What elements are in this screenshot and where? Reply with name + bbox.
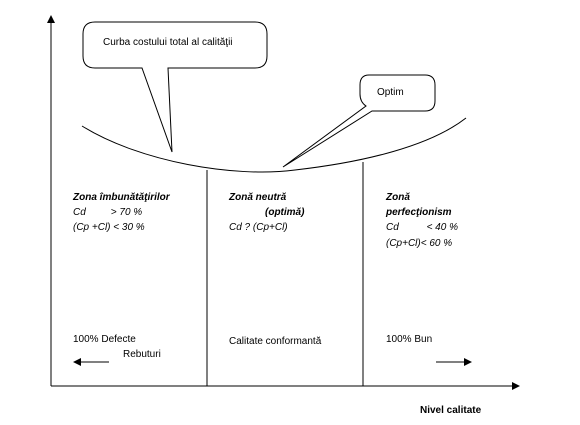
- zone-improvement-line2: (Cp +Cl) < 30 %: [73, 222, 145, 233]
- callout-total-cost-text: Curba costului total al calităţii: [103, 37, 233, 48]
- zone-neutral-title: Zonă neutră: [229, 192, 287, 203]
- zone-improvement-line1: Cd > 70 %: [73, 207, 143, 218]
- zone-perfectionism-subtitle: perfecţionism: [386, 207, 452, 218]
- zone-neutral-bottom: Calitate conformantă: [229, 336, 322, 347]
- total-cost-curve: [81, 117, 467, 173]
- zone-perfectionism-line2: (Cp+Cl)< 60 %: [386, 238, 453, 249]
- zone-improvement-title: Zona îmbunătăţirilor: [73, 192, 170, 203]
- zone-neutral-subtitle: (optimă): [265, 207, 305, 218]
- callout-optimum-text: Optim: [377, 87, 404, 98]
- zone-neutral-line1: Cd ? (Cp+Cl): [229, 222, 288, 233]
- zone-perfectionism-title: Zonă: [386, 192, 410, 203]
- callout-total-cost-bubble: [82, 21, 268, 153]
- callout-optimum-bubble: [282, 74, 436, 168]
- x-axis-label: Nivel calitate: [420, 405, 482, 416]
- zone-perfectionism-line1: Cd < 40 %: [386, 222, 458, 233]
- zone-improvement-bottom-2: Rebuturi: [123, 349, 161, 360]
- zone-improvement-bottom-1: 100% Defecte: [73, 334, 136, 345]
- zone-perfectionism-bottom: 100% Bun: [386, 334, 433, 345]
